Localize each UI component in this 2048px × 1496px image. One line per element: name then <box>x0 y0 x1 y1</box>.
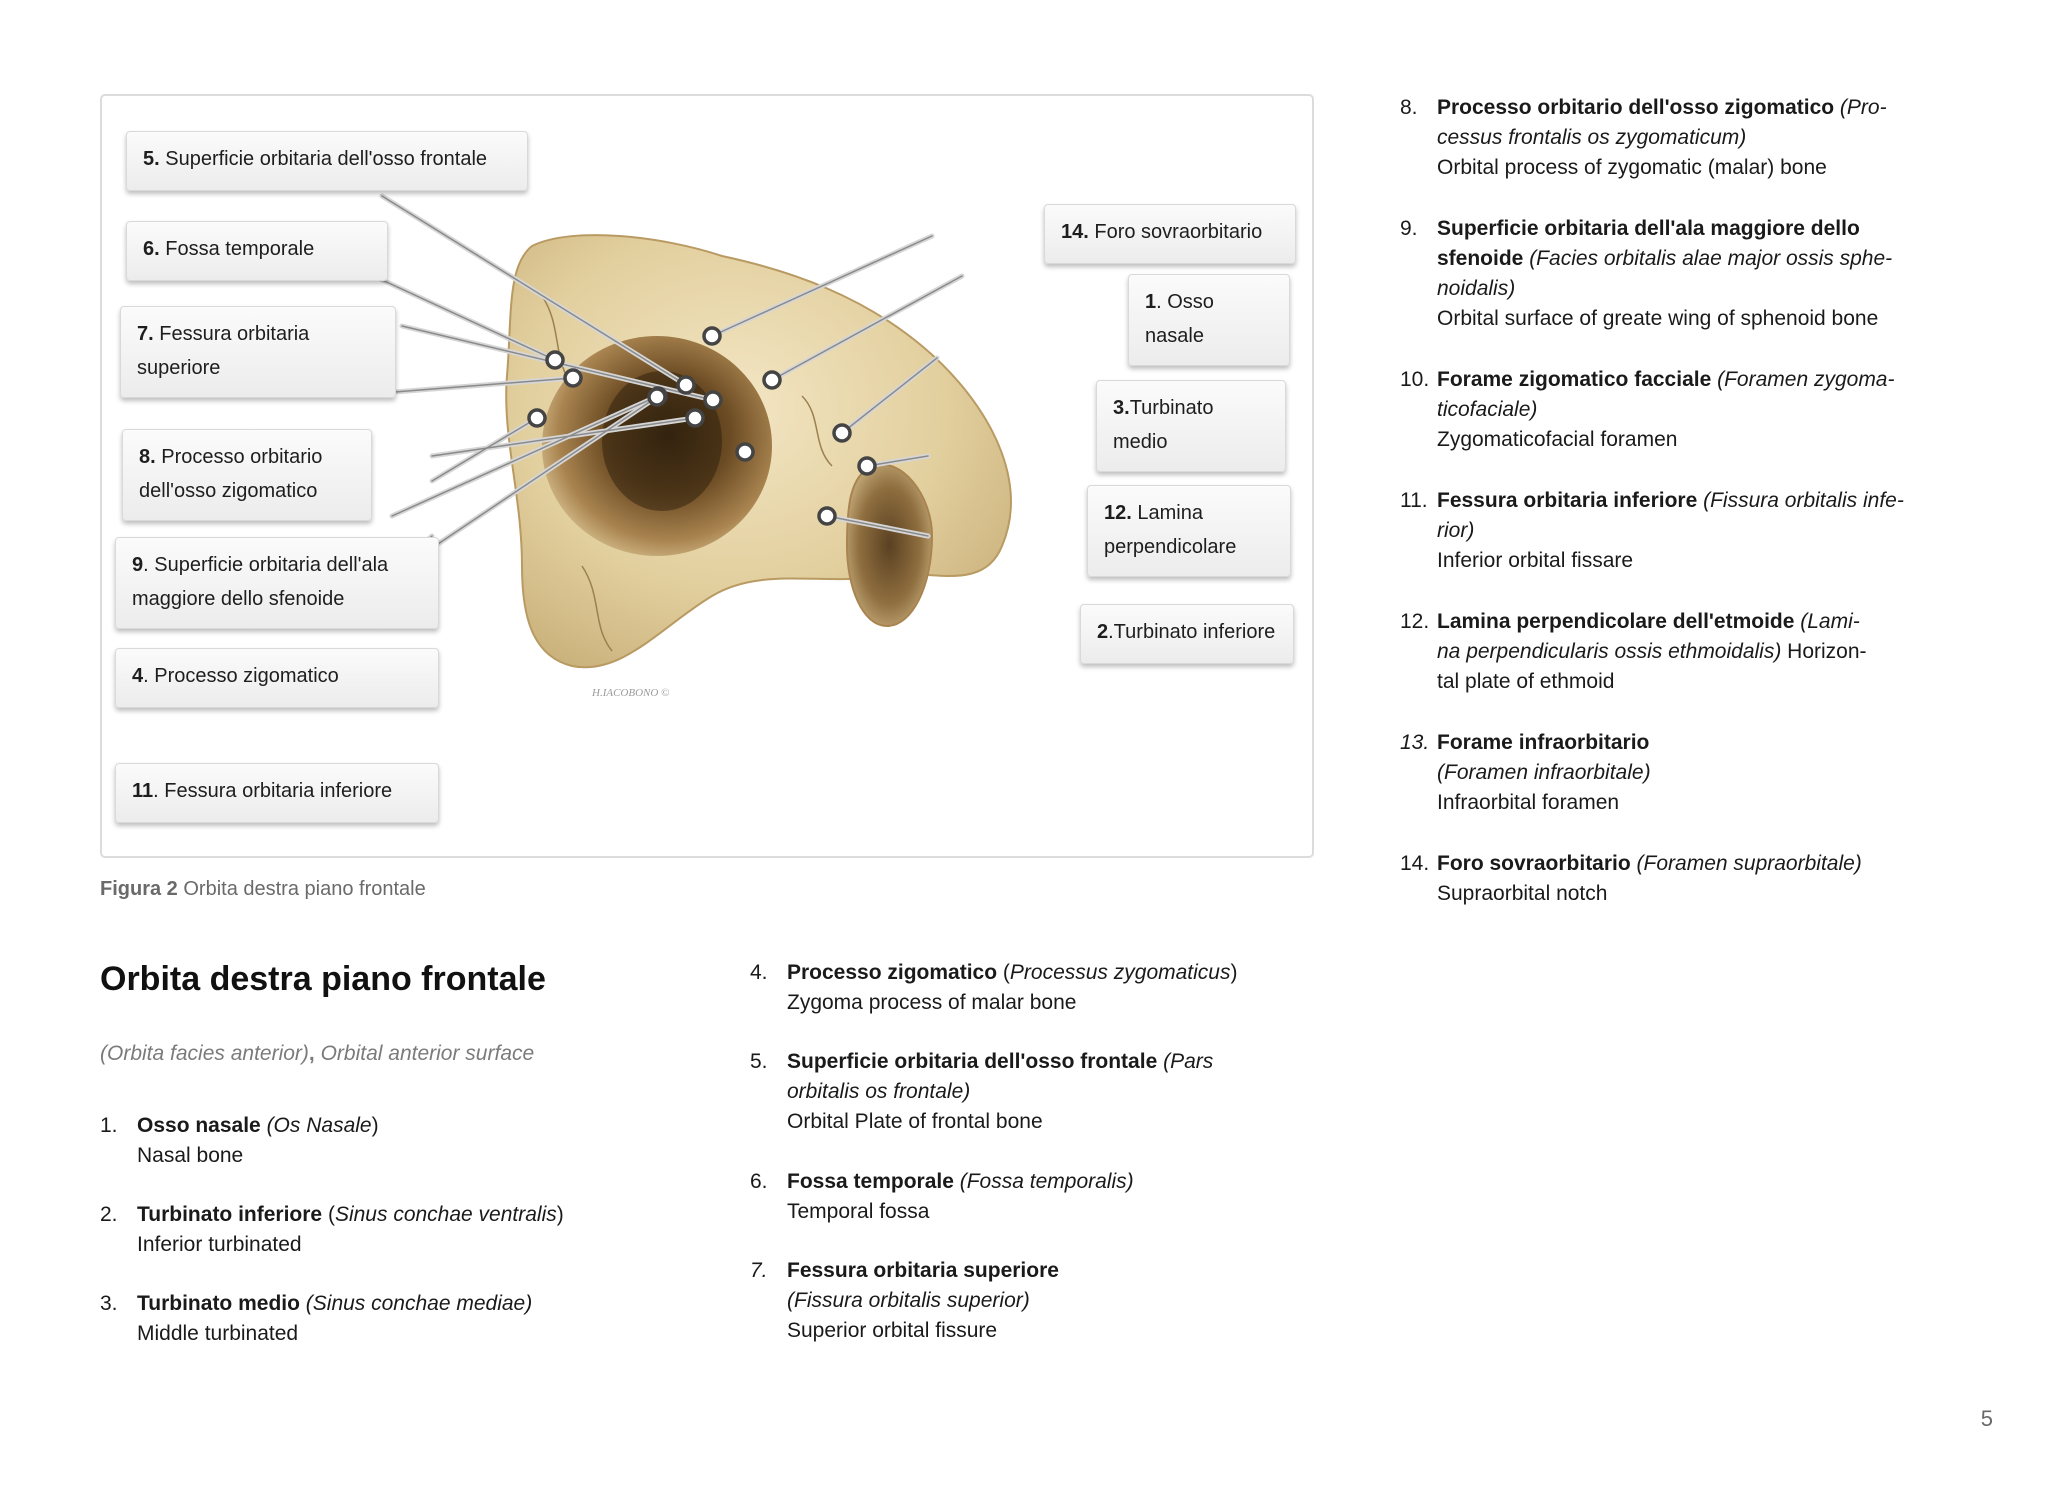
list-item-10: 10. Forame zigomatico facciale (Foramen … <box>1400 368 1895 451</box>
callout-11: 11. Fessura orbitaria inferiore <box>115 763 439 823</box>
section-subtitle: (Orbita facies anterior), Orbital anteri… <box>100 1042 535 1065</box>
anatomy-figure: H.IACOBONO © <box>100 94 1314 858</box>
page-number: 5 <box>1980 1406 1993 1431</box>
callout-6: 6. Fossa temporale <box>126 221 388 281</box>
pointer-dots <box>527 326 877 526</box>
list-item-4: 4. Processo zigomatico (Processus zygoma… <box>750 961 1238 1014</box>
callout-5: 5. Superficie orbitaria dell'osso fronta… <box>126 131 528 191</box>
list-item-2: 2. Turbinato inferiore (Sinus conchae ve… <box>100 1203 564 1256</box>
callout-3: 3.Turbinato medio <box>1096 380 1286 472</box>
callout-12: 12. Lamina perpendicolare <box>1087 485 1291 577</box>
list-item-7: 7. Fessura orbitaria superiore (Fissura … <box>750 1259 1059 1342</box>
list-item-8: 8. Processo orbitario dell'osso zigomati… <box>1400 96 1887 179</box>
list-item-13: 13. Forame infraorbitario (Foramen infra… <box>1400 731 1651 814</box>
callout-8: 8. Processo orbitario dell'osso zigomati… <box>122 429 372 521</box>
callout-9: 9. Superficie orbitaria dell'ala maggior… <box>115 537 439 629</box>
list-item-3: 3. Turbinato medio (Sinus conchae mediae… <box>100 1292 533 1345</box>
callout-1: 1. Osso nasale <box>1128 274 1290 366</box>
list-item-12: 12. Lamina perpendicolare dell'etmoide (… <box>1400 610 1867 693</box>
figure-caption: Figura 2 Orbita destra piano frontale <box>100 878 426 900</box>
callout-4: 4. Processo zigomatico <box>115 648 439 708</box>
callout-2: 2.Turbinato inferiore <box>1080 604 1294 664</box>
list-item-1: 1. Osso nasale (Os Nasale) Nasal bone <box>100 1114 379 1167</box>
list-item-14: 14. Foro sovraorbitario (Foramen supraor… <box>1400 852 1862 905</box>
section-heading: Orbita destra piano frontale <box>100 960 546 998</box>
callout-14: 14. Foro sovraorbitario <box>1044 204 1296 264</box>
list-item-11: 11. Fessura orbitaria inferiore (Fissura… <box>1400 489 1904 572</box>
skull-illustration: H.IACOBONO © <box>339 193 1012 699</box>
list-item-9: 9. Superficie orbitaria dell'ala maggior… <box>1400 217 1893 330</box>
list-item-6: 6. Fossa temporale (Fossa temporalis) Te… <box>750 1170 1134 1223</box>
list-item-5: 5. Superficie orbitaria dell'osso fronta… <box>750 1050 1214 1133</box>
artist-signature: H.IACOBONO © <box>591 687 670 699</box>
callout-7: 7. Fessura orbitaria superiore <box>120 306 396 398</box>
